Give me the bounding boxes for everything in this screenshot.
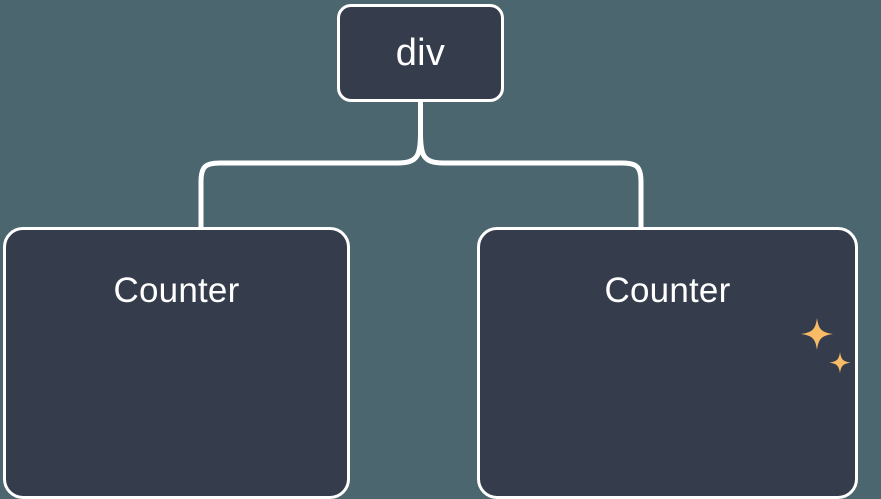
sparkle-small-icon — [829, 352, 851, 374]
sparkle-large-icon — [801, 318, 833, 350]
tree-node-counter-right[interactable]: Counter — [477, 227, 858, 499]
sparkle-icons — [801, 318, 851, 374]
tree-node-counter-left[interactable]: Counter — [3, 227, 350, 499]
counter-left-title: Counter — [113, 271, 240, 310]
root-node-label: div — [395, 32, 446, 74]
counter-right-title: Counter — [604, 271, 731, 310]
tree-node-root[interactable]: div — [337, 4, 504, 102]
